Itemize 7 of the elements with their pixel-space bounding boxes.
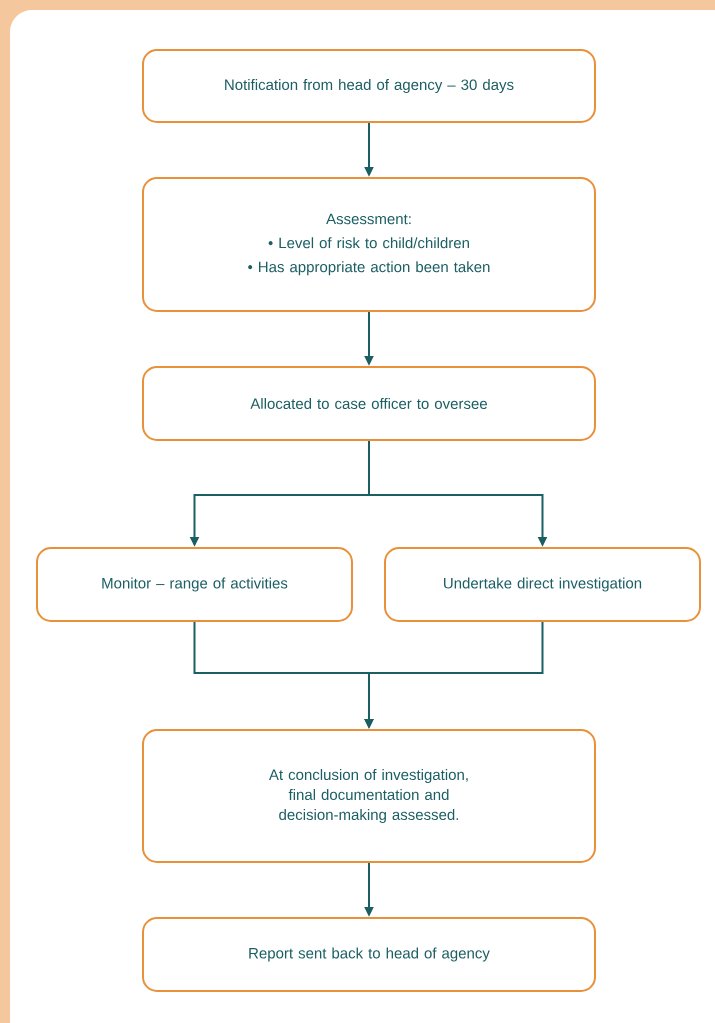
process-box: Allocated to case officer to oversee (142, 366, 596, 441)
process-box: Report sent back to head of agency (142, 917, 596, 992)
process-box: Notification from head of agency – 30 days (142, 49, 596, 123)
process-box: Monitor – range of activities (36, 547, 353, 622)
process-box: Undertake direct investigation (384, 547, 701, 622)
process-box: Assessment: • Level of risk to child/children • Has appropriate action been taken (142, 177, 596, 312)
process-box: At conclusion of investigation, final documentation and decision-making assessed. (142, 729, 596, 863)
